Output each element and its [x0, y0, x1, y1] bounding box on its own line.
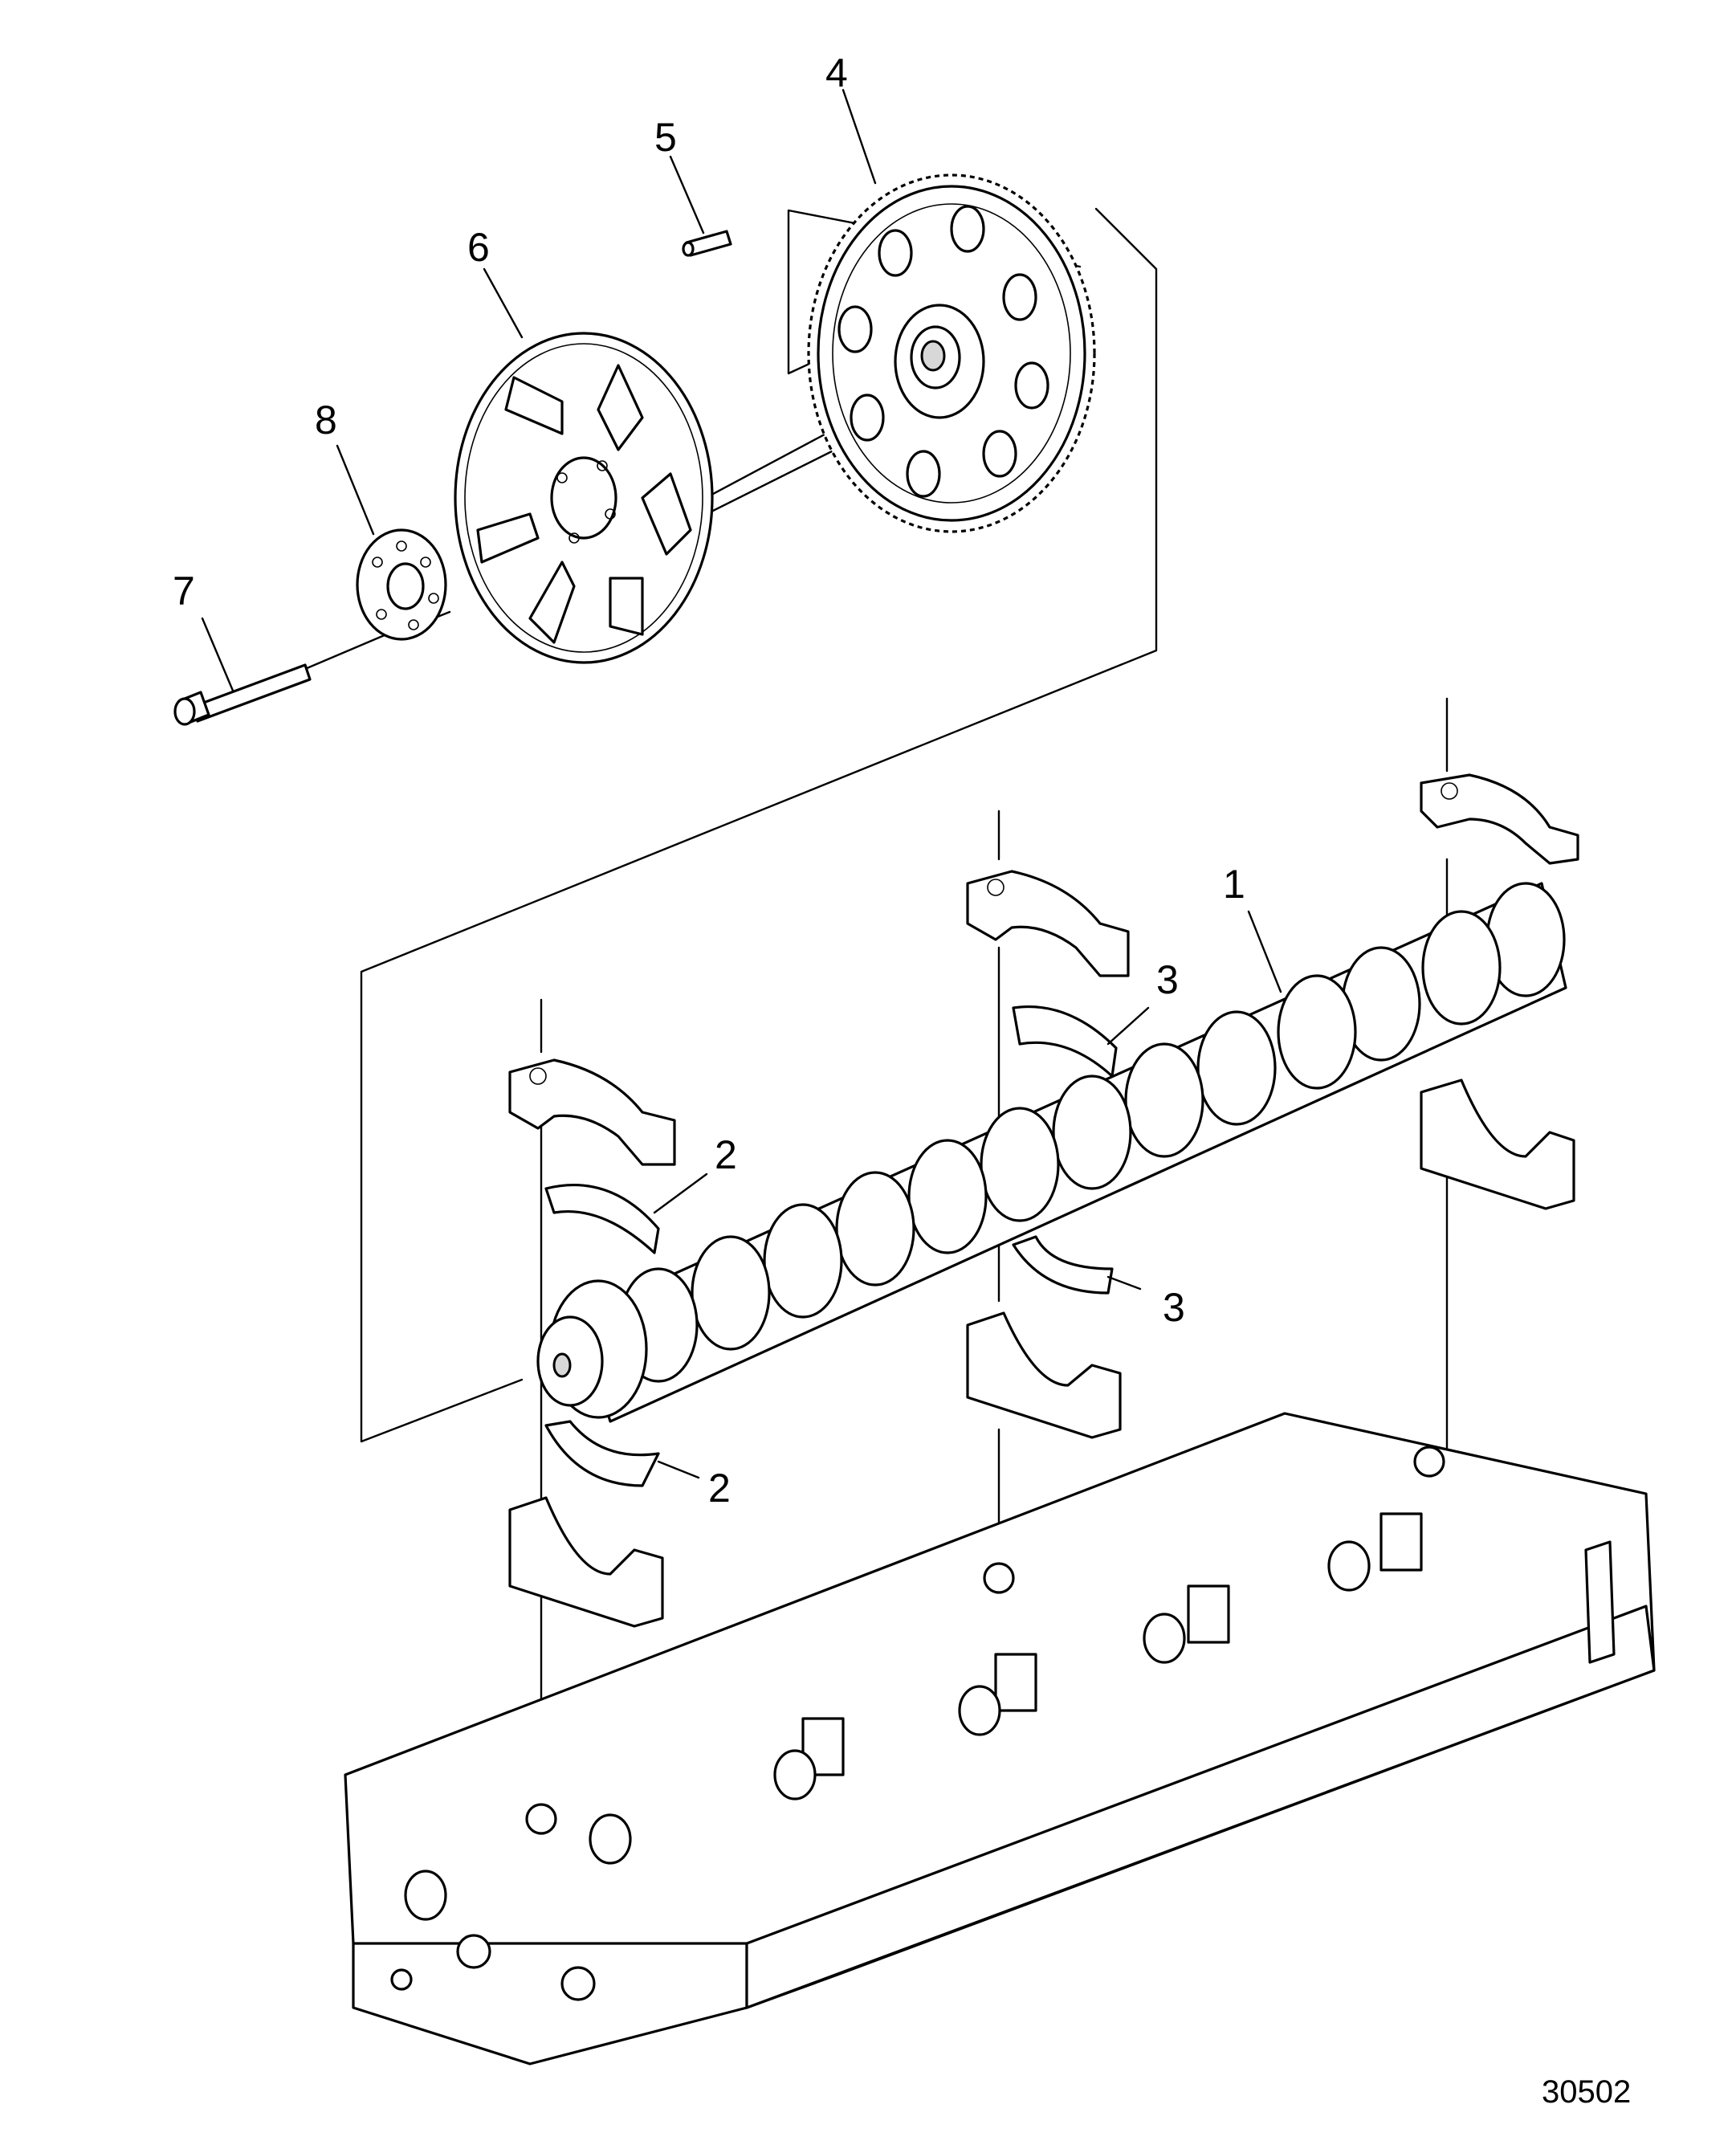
callout-8: 8: [315, 398, 337, 442]
callout-7: 7: [173, 569, 195, 614]
bearing-cap-bottom-rear: [1420, 1079, 1575, 1210]
bearing-cap-top-mid: [966, 870, 1130, 977]
callout-3-upper: 3: [1156, 957, 1179, 1002]
bearing-shell-top-2: [544, 1183, 660, 1254]
bearing-shell-bottom-3: [1012, 1235, 1114, 1295]
callout-1: 1: [1223, 862, 1245, 907]
camshaft: [536, 882, 1567, 1423]
drive-plate: [454, 332, 714, 664]
bearing-shell-top-3: [1012, 1005, 1118, 1078]
callout-leaders: [201, 88, 1282, 1479]
callout-3-lower: 3: [1163, 1285, 1185, 1330]
dowel-pin: [682, 230, 732, 257]
callout-5: 5: [654, 115, 677, 160]
callout-2-upper: 2: [715, 1132, 737, 1177]
callout-2-lower: 2: [708, 1466, 731, 1511]
bearing-cap-bottom-front: [508, 1496, 664, 1628]
bearing-cap-top-front: [508, 1058, 676, 1166]
figure-number: 30502: [1542, 2074, 1631, 2110]
camshaft-gear: [807, 173, 1096, 533]
gear-bolt: [173, 663, 312, 726]
bearing-cap-bottom-mid: [966, 1311, 1122, 1439]
bearing-cap-top-rear: [1420, 773, 1579, 865]
callout-4: 4: [825, 51, 848, 96]
cylinder-head: [344, 1412, 1656, 2065]
bearing-shell-bottom-2: [544, 1420, 660, 1487]
callout-6: 6: [467, 225, 490, 270]
thrust-washer: [356, 528, 447, 641]
